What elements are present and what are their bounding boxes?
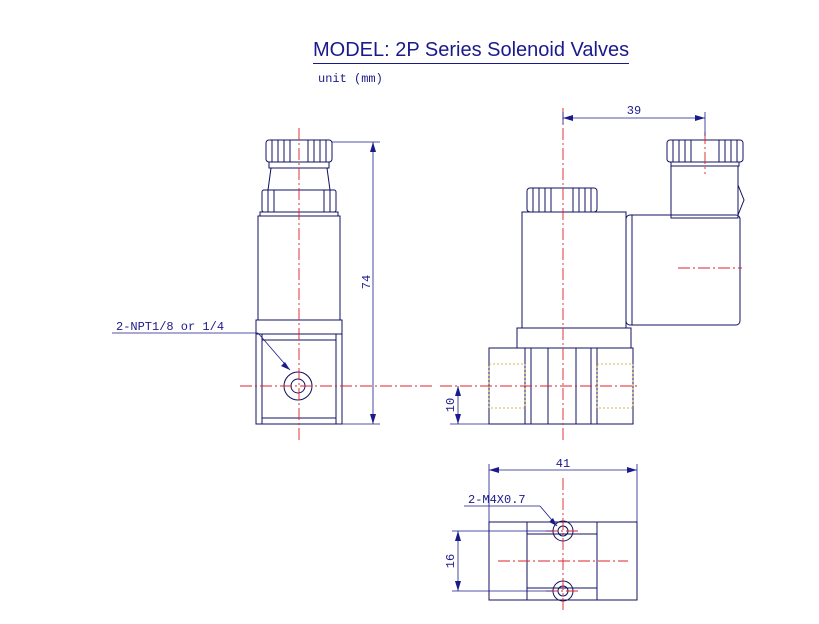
front-view [440,108,745,440]
mount-thread-label: 2-M4X0.7 [468,493,526,507]
callout-mount-thread: 2-M4X0.7 [464,493,558,527]
drawing-title: MODEL: 2P Series Solenoid Valves [313,38,630,64]
port-offset-label: 10 [444,398,458,412]
callout-port-thread: 2-NPT1/8 or 1/4 [112,320,291,371]
connector-offset-label: 39 [627,104,641,118]
dimension-connector-offset: 39 [562,104,706,136]
dimension-body-length: 41 [488,457,638,522]
body-length-label: 41 [556,457,570,471]
dimension-port-offset: 10 [444,386,489,425]
connector-housing [625,139,745,326]
side-view [240,128,432,440]
mount-spacing-label: 16 [444,554,458,568]
height-dimension-label: 74 [360,275,374,289]
port-thread-label: 2-NPT1/8 or 1/4 [116,320,224,334]
dimension-height: 74 [332,141,380,425]
unit-note: unit (mm) [318,72,383,86]
dimension-mount-spacing: 16 [444,530,553,592]
front-view-coil [521,211,627,329]
front-view-nut [526,187,598,213]
